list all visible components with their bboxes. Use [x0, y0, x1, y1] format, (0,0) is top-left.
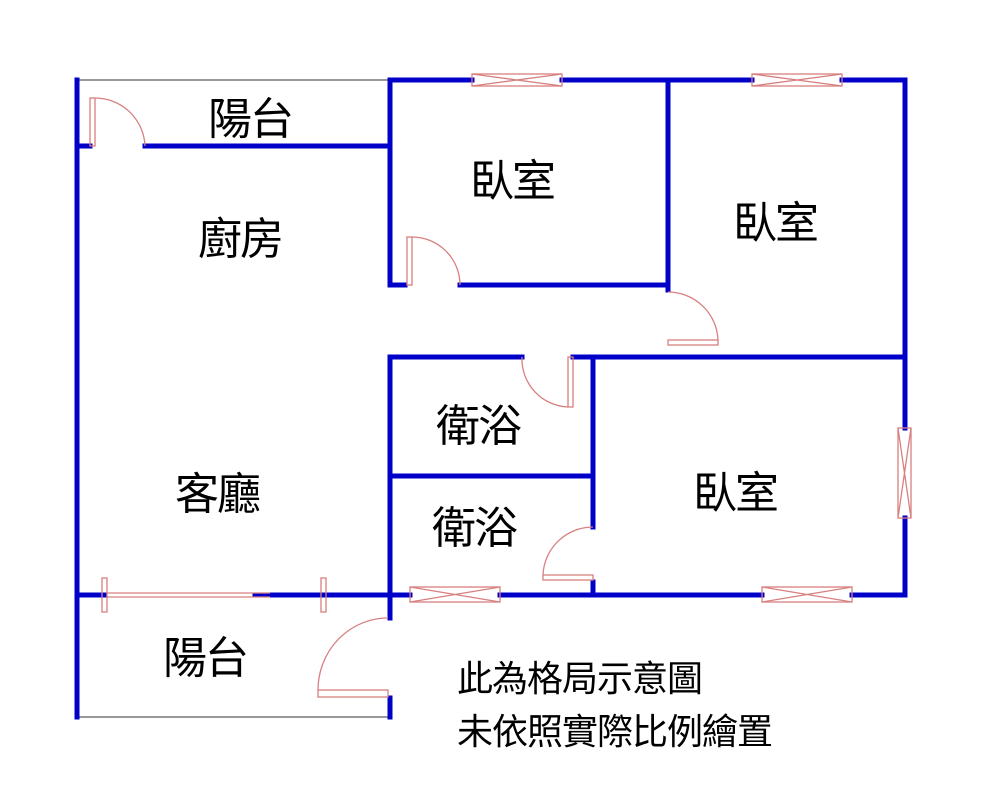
room-label-kitchen: 廚房 — [198, 214, 284, 265]
window-bath-bottom — [409, 586, 501, 603]
door-bedroom-2 — [667, 291, 719, 346]
door-balcony-top — [89, 97, 146, 147]
door-bath-1 — [521, 356, 574, 408]
door-bedroom-1 — [406, 236, 461, 286]
window-bedroom-3-bottom — [761, 586, 853, 603]
room-label-balcony-top: 陽台 — [208, 94, 294, 145]
outline-lines — [77, 79, 390, 718]
sliding-door — [101, 577, 327, 613]
fixtures — [89, 73, 912, 698]
disclaimer-line-1: 此為格局示意圖 — [457, 659, 703, 700]
disclaimer-line-2: 未依照實際比例繪置 — [457, 712, 773, 753]
room-label-living-room: 客廳 — [175, 469, 261, 520]
room-label-bedroom-3: 臥室 — [693, 468, 779, 519]
door-balcony-bottom — [317, 617, 389, 698]
window-bedroom-2-top — [751, 73, 843, 87]
room-label-bedroom-1: 臥室 — [470, 156, 556, 207]
room-label-bath-1: 衛浴 — [436, 401, 522, 452]
room-label-balcony-bottom: 陽台 — [163, 633, 249, 684]
walls — [74, 77, 908, 720]
door-bath-2 — [542, 526, 594, 581]
window-bedroom-1-top — [471, 73, 563, 87]
room-label-bedroom-2: 臥室 — [733, 198, 819, 249]
window-bedroom-3-right — [897, 427, 912, 519]
room-label-bath-2: 衛浴 — [432, 503, 518, 554]
